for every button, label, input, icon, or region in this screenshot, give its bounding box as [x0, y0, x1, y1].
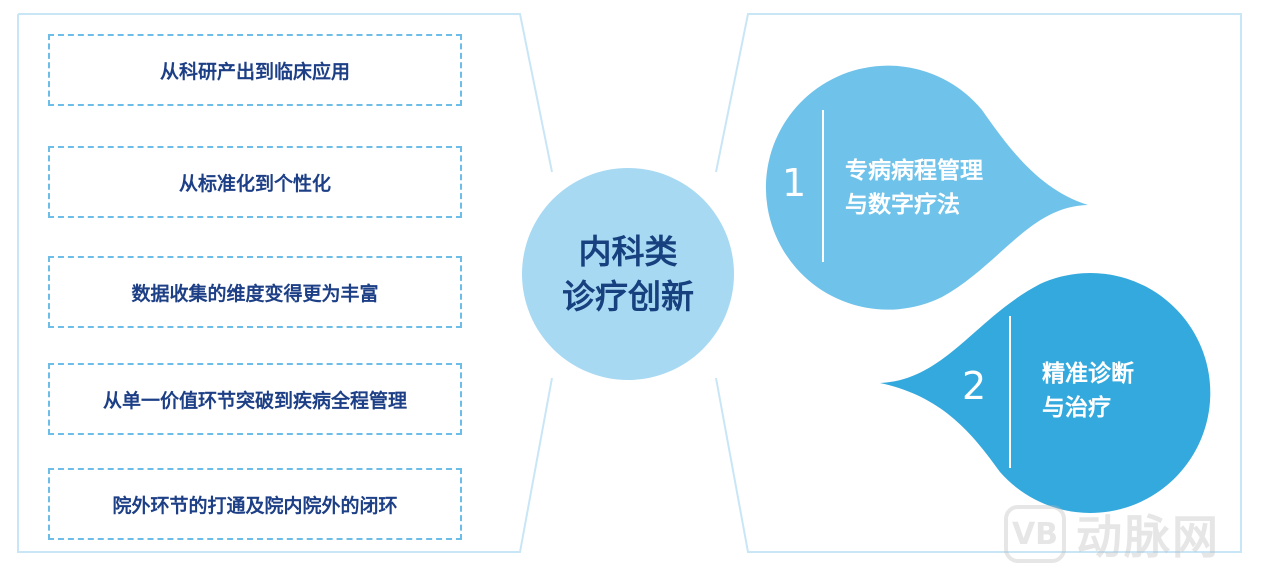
- left-item-1: 从科研产出到临床应用: [48, 34, 462, 106]
- drop-1-line1: 专病病程管理: [845, 158, 983, 184]
- watermark-mark: VB: [1004, 505, 1066, 563]
- left-item-3: 数据收集的维度变得更为丰富: [48, 256, 462, 328]
- drop-2-number: 2: [962, 364, 987, 408]
- center-title-line1: 内科类: [578, 232, 678, 271]
- drop-2-divider: [1009, 316, 1011, 468]
- drop-1-text: 专病病程管理 与数字疗法: [845, 154, 983, 222]
- drop-1-line2: 与数字疗法: [845, 192, 960, 218]
- drop-2: [880, 272, 1211, 513]
- watermark-text: 动脉网: [1076, 510, 1220, 564]
- drop-2-line2: 与治疗: [1042, 395, 1111, 421]
- drop-1-divider: [822, 110, 824, 262]
- watermark-logo: VB 动脉网: [1004, 503, 1220, 565]
- drop-1-number: 1: [782, 161, 807, 205]
- drop-1: [765, 65, 1088, 310]
- left-item-4: 从单一价值环节突破到疾病全程管理: [48, 363, 462, 435]
- center-title-line2: 诊疗创新: [562, 277, 694, 316]
- left-item-2: 从标准化到个性化: [48, 146, 462, 218]
- left-item-5: 院外环节的打通及院内院外的闭环: [48, 468, 462, 540]
- drop-2-text: 精准诊断 与治疗: [1042, 357, 1134, 425]
- center-circle: 内科类 诊疗创新: [522, 168, 734, 380]
- drop-2-line1: 精准诊断: [1042, 361, 1134, 387]
